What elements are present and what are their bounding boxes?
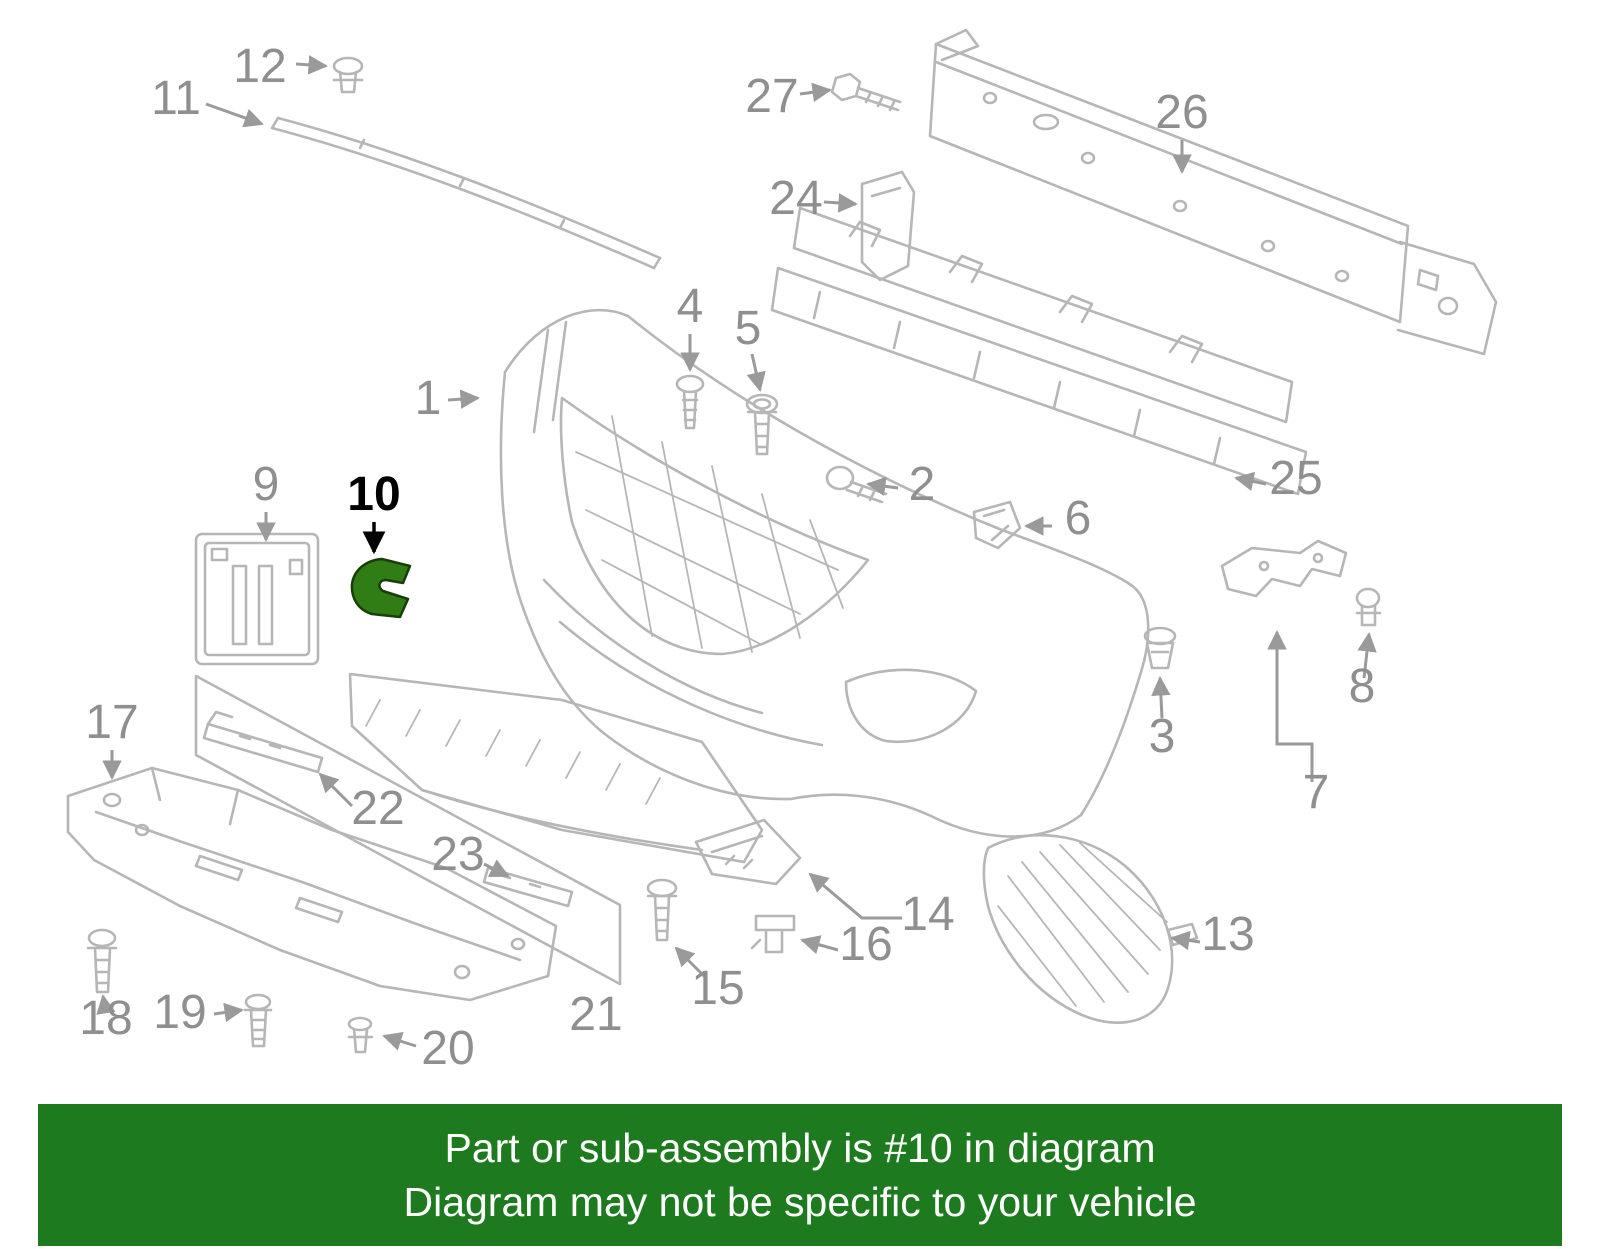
callout-17: 17: [85, 696, 138, 749]
callout-5: 5: [735, 302, 762, 355]
callout-8: 8: [1349, 660, 1376, 713]
callout-25: 25: [1269, 452, 1322, 505]
callout-23: 23: [431, 828, 484, 881]
engine-under-cover: [66, 766, 558, 1002]
upper-support-beam: [792, 206, 1294, 424]
exploded-parts-diagram: 1 2 3 4 5 6 7 8 9 10 11 12 13 14 15 16 1…: [66, 28, 1498, 1075]
callout-2: 2: [909, 458, 936, 511]
lower-cover-panel-21: [194, 674, 622, 986]
bolt-19: [243, 993, 273, 1048]
bolt-27: [830, 72, 902, 112]
callout-12: 12: [233, 40, 286, 93]
leader-lines: [96, 55, 1377, 1051]
callout-21: 21: [569, 988, 622, 1041]
bracket-22: [202, 710, 324, 774]
callout-18: 18: [79, 992, 132, 1045]
clip-3: [1143, 626, 1177, 670]
callout-3: 3: [1149, 710, 1176, 763]
callout-labels: 1 2 3 4 5 6 7 8 9 10 11 12 13 14 15 16 1…: [79, 40, 1375, 1075]
clip-20: [347, 1016, 374, 1054]
callout-4: 4: [677, 280, 704, 333]
callout-14: 14: [901, 888, 954, 941]
bolt-18: [86, 928, 118, 994]
license-plate-bracket: [194, 532, 320, 666]
side-support-bracket-7: [1220, 539, 1348, 598]
bracket-23: [482, 866, 574, 908]
callout-19: 19: [153, 986, 206, 1039]
bumper-cover: [499, 308, 1150, 838]
energy-absorber: [770, 266, 1308, 496]
banner-line1: Part or sub-assembly is #10 in diagram: [444, 1124, 1156, 1171]
callout-1: 1: [415, 372, 442, 425]
callout-26: 26: [1155, 86, 1208, 139]
corner-bracket-14: [694, 818, 802, 886]
callout-27: 27: [745, 70, 798, 123]
callout-7: 7: [1303, 766, 1330, 819]
callout-20: 20: [421, 1022, 474, 1075]
callout-16: 16: [839, 918, 892, 971]
callout-13: 13: [1201, 908, 1254, 961]
retainer-clip-12: [332, 56, 364, 94]
callout-6: 6: [1065, 492, 1092, 545]
callout-15: 15: [691, 962, 744, 1015]
lower-center-cover: [348, 672, 764, 864]
fog-lamp-cover-13: [982, 833, 1199, 1024]
screw-15: [646, 878, 678, 942]
callout-10-highlighted: 10: [347, 468, 400, 521]
clip-6: [972, 500, 1022, 550]
outer-trim-strip: [270, 116, 662, 270]
callout-24: 24: [769, 172, 822, 225]
bolt-5: [745, 393, 779, 456]
callout-22: 22: [351, 782, 404, 835]
clip-16: [750, 914, 796, 954]
reinforcement-bar: [928, 28, 1498, 356]
bolt-8: [1355, 587, 1382, 627]
screw-4: [675, 374, 705, 430]
side-bracket-24: [860, 170, 916, 282]
grille-mesh: [575, 415, 844, 653]
callout-9: 9: [253, 458, 280, 511]
banner-line2: Diagram may not be specific to your vehi…: [403, 1179, 1197, 1225]
callout-11: 11: [151, 72, 201, 125]
highlight-banner: Part or sub-assembly is #10 in diagram D…: [38, 1104, 1562, 1246]
highlighted-clip-10: [350, 557, 412, 619]
